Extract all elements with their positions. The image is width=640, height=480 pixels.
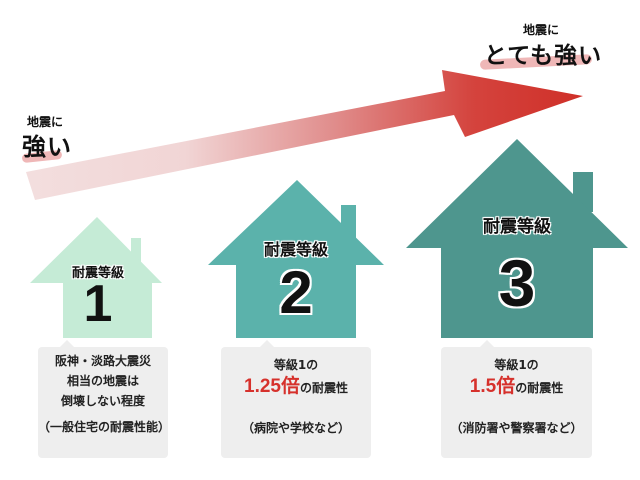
house-3-grade: 3 — [498, 246, 536, 320]
house-1-title: 耐震等級 — [71, 266, 124, 281]
house-grade-3-shape — [406, 139, 628, 338]
desc-3-multiplier: 1.5倍 — [469, 376, 516, 397]
box-2-pointer — [259, 340, 275, 348]
low-label-big: 強い — [22, 133, 72, 161]
desc-2-suffix: の耐震性 — [299, 381, 348, 395]
house-1-grade: 1 — [83, 275, 113, 333]
high-label-big: とても強い — [484, 43, 603, 69]
house-2-title: 耐震等級 — [263, 240, 328, 259]
desc-1-line-1: 阪神・淡路大震災 — [54, 354, 151, 368]
desc-1-line-2: 相当の地震は — [66, 374, 139, 388]
house-3-description: 等級1の 1.5倍の耐震性 （消防署や警察署など） — [441, 347, 592, 458]
desc-2-line-2: 1.25倍の耐震性 — [221, 375, 371, 400]
high-label-small: 地震に — [523, 23, 560, 37]
desc-2-multiplier: 1.25倍 — [244, 376, 300, 397]
house-3-title: 耐震等級 — [483, 217, 551, 237]
desc-2-line-1: 等級1の — [273, 358, 319, 372]
house-2-grade: 2 — [279, 259, 313, 326]
house-grade-1-shape — [30, 217, 162, 338]
desc-1-note: （一般住宅の耐震性能） — [38, 420, 171, 434]
desc-3-suffix: の耐震性 — [515, 381, 564, 395]
desc-2-note: （病院や学校など） — [241, 421, 350, 435]
desc-3-line-1: 等級1の — [494, 358, 539, 372]
desc-3-note: （消防署や警察署など） — [450, 421, 583, 435]
desc-3-line-2: 1.5倍の耐震性 — [441, 375, 592, 400]
box-1-pointer — [59, 340, 75, 348]
house-1-description: 阪神・淡路大震災 相当の地震は 倒壊しない程度 （一般住宅の耐震性能） — [38, 347, 171, 458]
desc-1-line-3: 倒壊しない程度 — [60, 394, 145, 408]
low-label-small: 地震に — [27, 115, 64, 129]
house-2-description: 等級1の 1.25倍の耐震性 （病院や学校など） — [221, 347, 371, 458]
box-3-pointer — [479, 340, 495, 348]
house-grade-2-shape — [208, 180, 384, 338]
strength-arrow — [26, 70, 583, 200]
